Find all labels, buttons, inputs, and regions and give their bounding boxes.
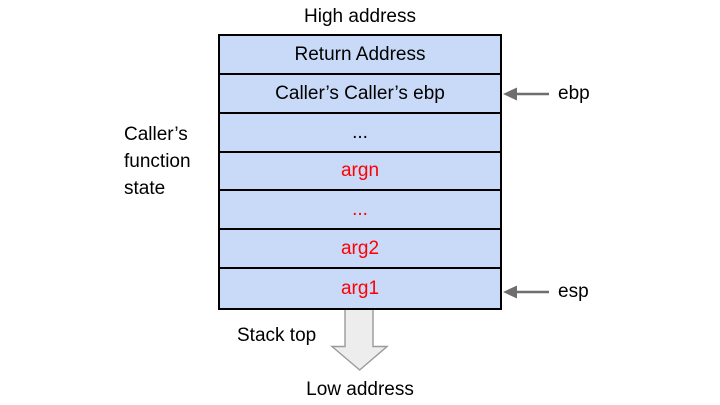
stack-row-label: arg1 <box>340 278 380 300</box>
stack-row: arg2 <box>220 230 500 270</box>
high-address-label: High address <box>304 6 416 27</box>
esp-label: esp <box>558 281 589 302</box>
stack-row: ... <box>220 114 500 153</box>
stack-top-label: Stack top <box>237 325 317 346</box>
stack-row: arg1 <box>220 269 500 308</box>
left-arrow-icon <box>503 87 549 101</box>
caller-function-state-label: Caller’s function state <box>124 124 191 199</box>
stack-row: argn <box>220 153 500 192</box>
stack-row-label: Caller’s Caller’s ebp <box>275 82 445 104</box>
esp-pointer: esp <box>503 281 589 302</box>
stack-row-label: Return Address <box>294 43 426 65</box>
stack-row-label: ... <box>352 121 368 143</box>
ebp-label: ebp <box>558 83 590 104</box>
ebp-pointer: ebp <box>503 83 590 104</box>
stack-row-label: argn <box>340 160 380 182</box>
left-arrow-icon <box>503 285 549 299</box>
stack-box: Return Address Caller’s Caller’s ebp ...… <box>218 34 502 310</box>
stack-row: Caller’s Caller’s ebp <box>220 75 500 114</box>
stack-row-label: ... <box>352 199 368 221</box>
stack-row-label: arg2 <box>340 238 380 260</box>
down-arrow-icon <box>330 308 389 371</box>
low-address-label: Low address <box>306 379 414 400</box>
stack-row: Return Address <box>220 36 500 75</box>
stack-row: ... <box>220 191 500 231</box>
